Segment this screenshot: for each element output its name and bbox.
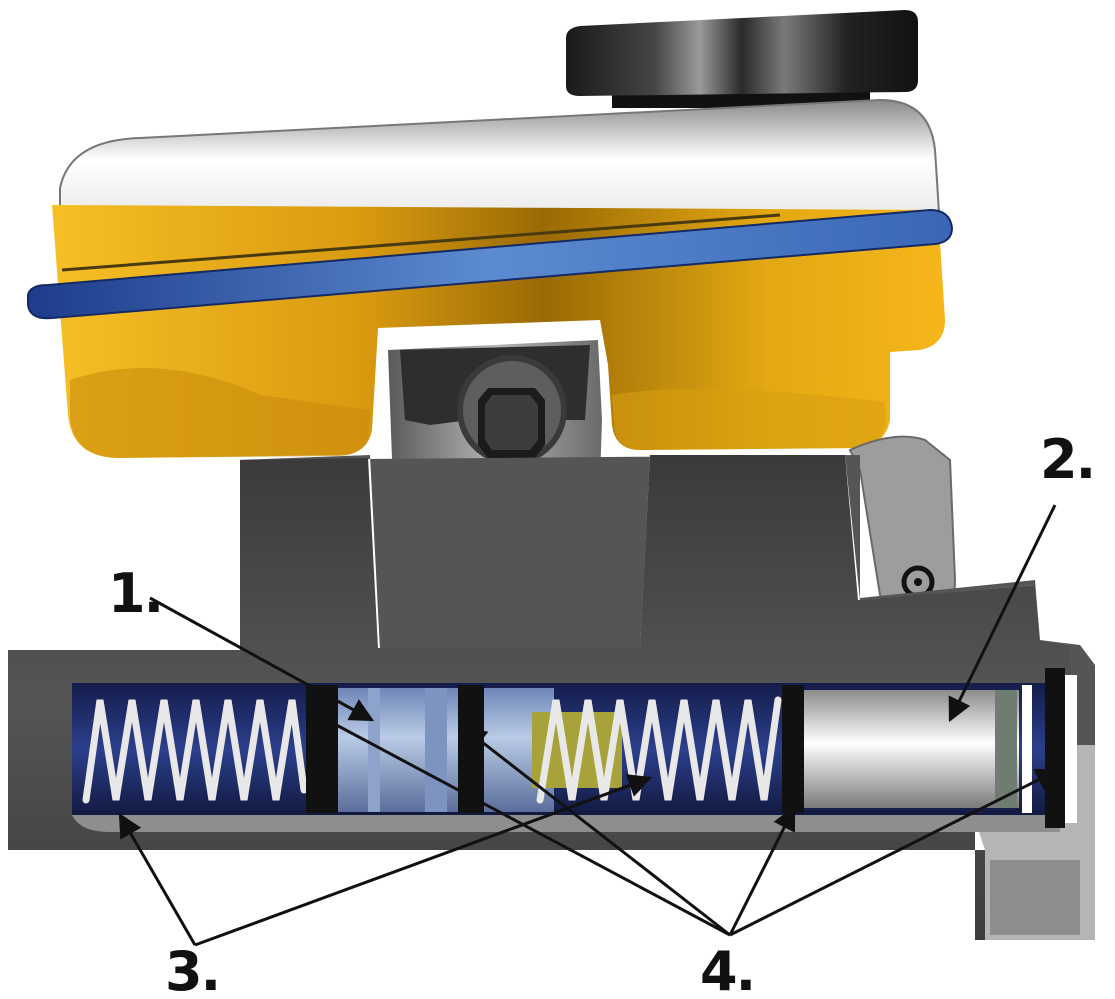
leader-lines [118,504,1061,947]
fluid-reservoir [27,98,954,458]
leader-4c [728,805,796,936]
leader-3b [194,774,653,947]
leader-2 [948,504,1057,723]
reservoir-cap [566,10,918,108]
secondary-spring [82,699,308,804]
leader-4a [309,710,731,937]
leader-3a [118,812,197,946]
push-rod-piston [804,668,1077,828]
leader-4d [729,768,1061,937]
callout-2: 2. [1040,428,1094,491]
leader-4b [462,726,731,937]
primary-spring [536,696,782,804]
leader-1 [149,596,375,722]
callout-3: 3. [165,940,219,999]
callout-1: 1. [108,562,162,625]
mounting-flange [848,435,957,626]
callout-4: 4. [700,940,754,999]
